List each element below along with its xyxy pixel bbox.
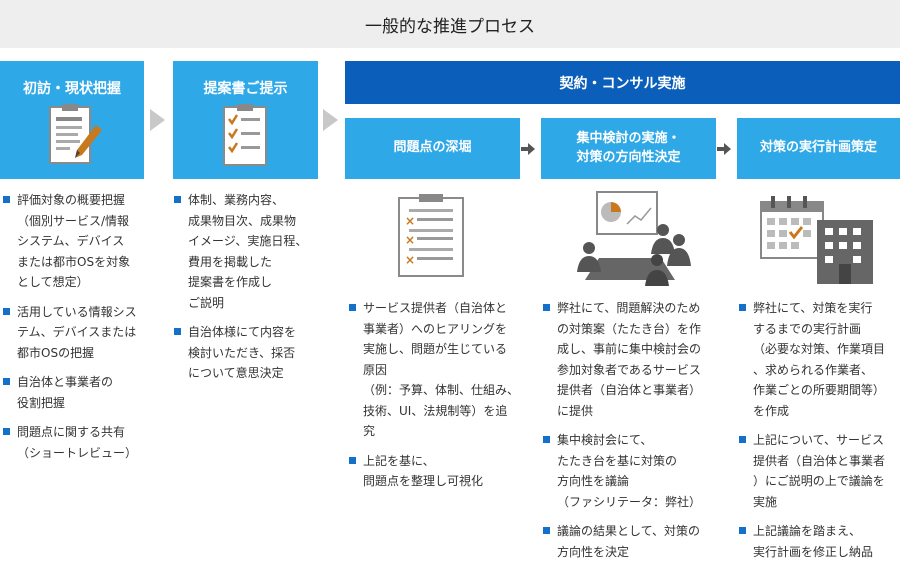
phase-proposal-label: 提案書ご提示 <box>203 81 288 97</box>
checklist-icon <box>218 103 274 169</box>
svg-text:×: × <box>405 233 415 247</box>
arrow-icon <box>521 143 535 155</box>
list-item: 上記について、サービス 提供者（自治体と事業者 ）にご説明の上で議論を 実施 <box>738 430 900 512</box>
phase-initial-visit-label: 初訪・現状把握 <box>23 81 121 97</box>
step-intensive-review-bullets: 弊社にて、問題解決のため の対策案（たたき台）を作 成し、事前に集中検討会の 参… <box>542 298 722 565</box>
list-item: 議論の結果として、対策の 方向性を決定 <box>542 521 722 562</box>
phase-initial-visit-bullets: 評価対象の概要把握 （個別サービス/情報 システム、デバイス または都市OSを対… <box>2 190 152 472</box>
list-item: 自治体と事業者の 役割把握 <box>2 372 152 413</box>
arrow-icon <box>150 109 165 131</box>
step-deep-dive-bullets: サービス提供者（自治体と 事業者）へのヒアリングを 実施し、問題が生じている 原… <box>348 298 528 501</box>
list-item: 自治体様にて内容を 検討いただき、採否 について意思決定 <box>173 322 323 384</box>
clipboard-pencil-icon <box>44 103 104 169</box>
page-title: 一般的な推進プロセス <box>0 0 900 48</box>
list-item: 体制、業務内容、 成果物目次、成果物 イメージ、実施日程、 費用を掲載した 提案… <box>173 190 323 313</box>
phase-proposal-bullets: 体制、業務内容、 成果物目次、成果物 イメージ、実施日程、 費用を掲載した 提案… <box>173 190 323 393</box>
calendar-building-icon <box>757 192 883 288</box>
contract-band: 契約・コンサル実施 <box>345 61 900 104</box>
meeting-icon <box>565 188 695 288</box>
step-intensive-review-line-2: 対策の方向性決定 <box>576 149 681 165</box>
svg-text:×: × <box>405 253 415 267</box>
arrow-icon <box>717 143 731 155</box>
arrow-icon <box>323 109 338 131</box>
step-intensive-review-line-1: 集中検討の実施・ <box>576 130 681 146</box>
list-item: 弊社にて、対策を実行 するまでの実行計画 （必要な対策、作業項目 、求められる作… <box>738 298 900 421</box>
step-deep-dive: 問題点の深堀 <box>345 118 520 179</box>
list-item: 上記を基に、 問題点を整理し可視化 <box>348 451 528 492</box>
list-item: 問題点に関する共有 （ショートレビュー） <box>2 422 152 463</box>
list-item: 弊社にて、問題解決のため の対策案（たたき台）を作 成し、事前に集中検討会の 参… <box>542 298 722 421</box>
list-item: 活用している情報シス テム、デバイスまたは 都市OSの把握 <box>2 302 152 364</box>
step-action-plan-bullets: 弊社にて、対策を実行 するまでの実行計画 （必要な対策、作業項目 、求められる作… <box>738 298 900 565</box>
cross-list-icon: × × × <box>395 192 469 280</box>
list-item: サービス提供者（自治体と 事業者）へのヒアリングを 実施し、問題が生じている 原… <box>348 298 528 442</box>
svg-text:×: × <box>405 214 415 228</box>
list-item: 評価対象の概要把握 （個別サービス/情報 システム、デバイス または都市OSを対… <box>2 190 152 293</box>
step-intensive-review: 集中検討の実施・ 対策の方向性決定 <box>541 118 716 179</box>
list-item: 集中検討会にて、 たたき台を基に対策の 方向性を議論 （ファシリテータ：弊社） <box>542 430 722 512</box>
list-item: 上記議論を踏まえ、 実行計画を修正し納品 <box>738 521 900 562</box>
step-action-plan: 対策の実行計画策定 <box>737 118 900 179</box>
